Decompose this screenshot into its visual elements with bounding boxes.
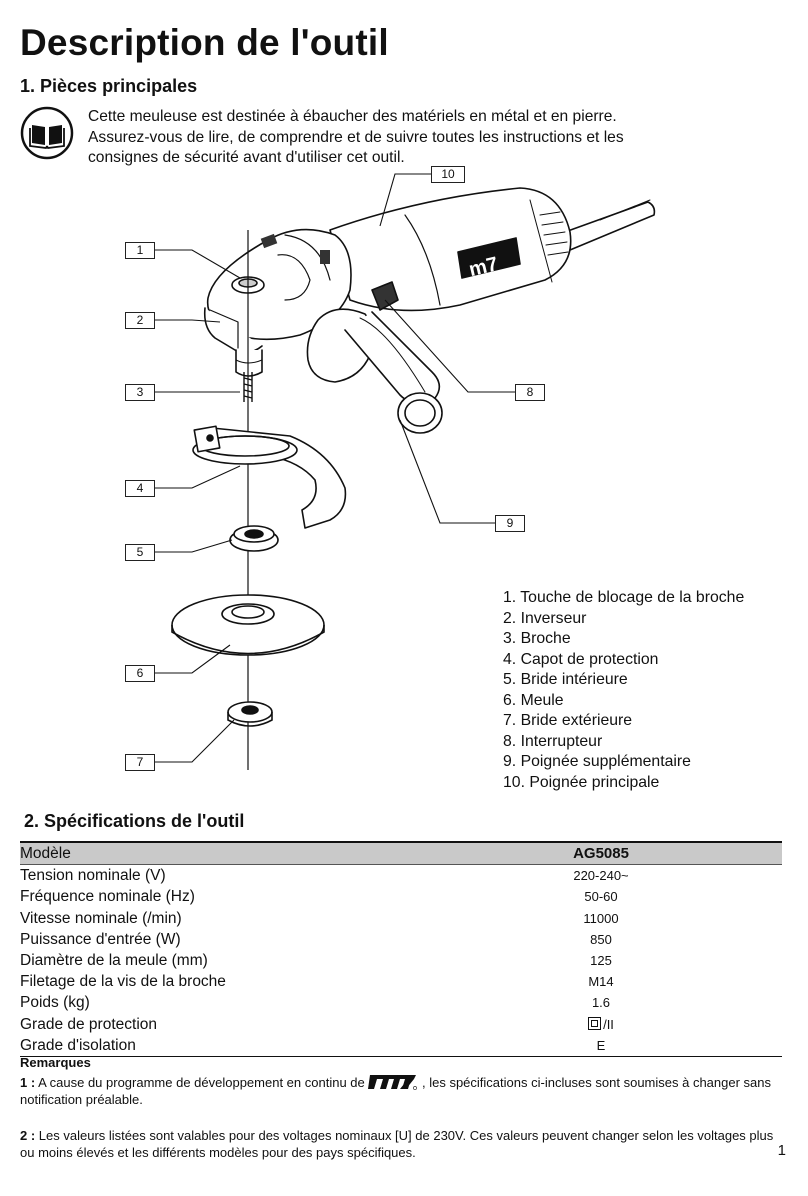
row-label: Puissance d'entrée (W) — [20, 930, 181, 948]
row-value: M14 — [588, 974, 614, 990]
row-value: /II — [420, 1014, 782, 1035]
remark-1-text-after: , les spécifications ci-incluses sont so… — [20, 1074, 771, 1108]
callout-2: 2 — [125, 312, 155, 329]
intro-text: Cette meuleuse est destinée à ébaucher d… — [88, 107, 788, 169]
intro-line-1: Cette meuleuse est destinée à ébaucher d… — [88, 108, 617, 125]
legend-item: 4. Capot de protection — [503, 650, 659, 668]
callout-6: 6 — [125, 665, 155, 682]
callout-3: 3 — [125, 384, 155, 401]
row-value: 125 — [590, 953, 612, 969]
parts-legend: 1. Touche de blocage de la broche 2. Inv… — [503, 588, 744, 793]
legend-item: 3. Broche — [503, 630, 571, 647]
table-header-row: Modèle AG5085 — [20, 841, 782, 866]
row-value: 1.6 — [591, 995, 611, 1011]
intro-line-3: consignes de sécurité avant d'utiliser c… — [88, 149, 405, 166]
row-value: 220-240~ — [573, 868, 629, 884]
legend-item: 5. Bride intérieure — [503, 671, 628, 688]
row-value: 50-60 — [584, 889, 618, 905]
remark-2-number: 2 : — [20, 1127, 36, 1143]
table-row: Filetage de la vis de la broche M14 — [20, 971, 782, 992]
row-label: Fréquence nominale (Hz) — [20, 888, 195, 906]
remark-1-number: 1 : — [20, 1074, 36, 1090]
table-row: Fréquence nominale (Hz) 50-60 — [20, 886, 782, 907]
row-label: Vitesse nominale (/min) — [20, 909, 182, 927]
table-row: Grade de protection /II — [20, 1014, 782, 1035]
table-row: Diamètre de la meule (mm) 125 — [20, 950, 782, 971]
protection-grade-text: /II — [603, 1016, 614, 1032]
book-icon — [20, 106, 74, 160]
remarks-heading: Remarques — [20, 1055, 91, 1070]
callout-4: 4 — [125, 480, 155, 497]
callout-5: 5 — [125, 544, 155, 561]
callout-10: 10 — [431, 166, 465, 183]
legend-item: 9. Poignée supplémentaire — [503, 753, 691, 770]
section-heading-specs: 2. Spécifications de l'outil — [24, 811, 245, 831]
row-label: Diamètre de la meule (mm) — [20, 952, 208, 970]
row-label: Grade de protection — [20, 1015, 158, 1033]
row-label: Tension nominale (V) — [20, 867, 166, 885]
table-header-label: Modèle — [20, 841, 420, 866]
remark-1-text-before: A cause du programme de développement en… — [38, 1074, 365, 1090]
section-heading-parts: 1. Pièces principales — [20, 76, 198, 96]
callout-9: 9 — [495, 515, 525, 532]
legend-item: 8. Interrupteur — [503, 732, 603, 750]
callout-8: 8 — [515, 384, 545, 401]
legend-item: 1. Touche de blocage de la broche — [503, 589, 745, 606]
row-value: E — [420, 1034, 782, 1058]
row-label: Grade d'isolation — [20, 1034, 420, 1058]
row-label: Poids (kg) — [20, 994, 90, 1012]
table-row: Tension nominale (V) 220-240~ — [20, 865, 782, 887]
legend-item: 6. Meule — [503, 691, 564, 709]
table-row: Poids (kg) 1.6 — [20, 992, 782, 1013]
intro-line-2: Assurez-vous de lire, de comprendre et d… — [88, 128, 624, 146]
table-row: Puissance d'entrée (W) 850 — [20, 929, 782, 950]
row-label: Filetage de la vis de la broche — [20, 973, 226, 991]
remarks: Remarques 1 : A cause du programme de dé… — [20, 1054, 780, 1162]
row-value: 850 — [590, 931, 612, 947]
callout-1: 1 — [125, 242, 155, 259]
remark-2-text: Les valeurs listées sont valables pour d… — [20, 1127, 774, 1161]
grinder-exploded-diagram: m7 — [155, 173, 656, 770]
specs-table: Modèle AG5085 Tension nominale (V) 220-24… — [20, 841, 782, 1058]
legend-item: 2. Inverseur — [503, 609, 587, 627]
callout-7: 7 — [125, 754, 155, 771]
legend-item: 10. Poignée principale — [503, 773, 660, 791]
legend-item: 7. Bride extérieure — [503, 712, 633, 729]
page-title: Description de l'outil — [20, 22, 389, 63]
row-value: 11000 — [583, 910, 619, 926]
double-square-icon — [588, 1016, 602, 1030]
table-header-value: AG5085 — [420, 841, 782, 866]
table-row: Vitesse nominale (/min) 11000 — [20, 908, 782, 929]
page-number: 1 — [777, 1142, 786, 1159]
m7-logo — [368, 1074, 418, 1090]
